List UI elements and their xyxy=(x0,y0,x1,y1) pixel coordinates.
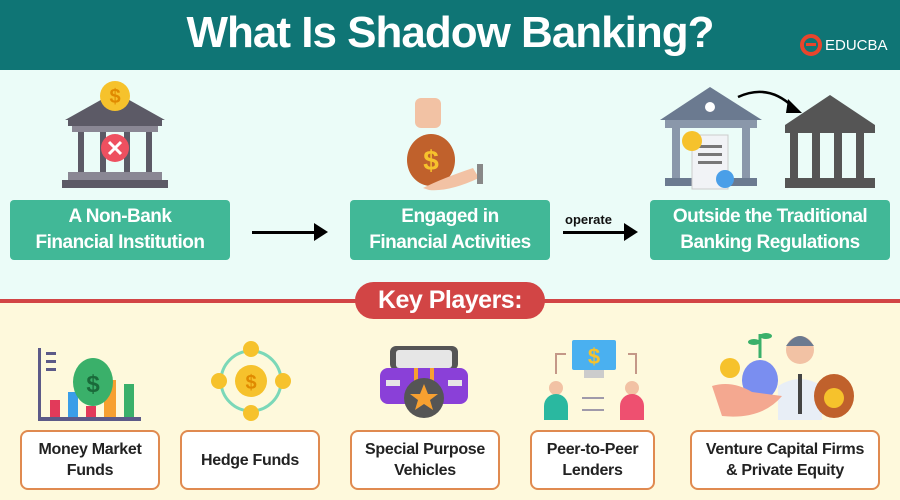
educba-logo: EDUCBA xyxy=(800,34,888,56)
car-icon xyxy=(380,346,468,418)
svg-text:$: $ xyxy=(245,372,256,394)
bank-blocked-icon: $ xyxy=(62,81,168,188)
bank-transfer-icon xyxy=(660,87,875,190)
p2p-icon: $ xyxy=(544,340,644,420)
player-card-hedge-funds: Hedge Funds xyxy=(180,430,320,490)
money-bag-hand-icon: $ xyxy=(407,98,483,191)
flow-arrow xyxy=(563,223,638,241)
flow-arrow xyxy=(252,223,328,241)
investor-icon xyxy=(712,333,854,420)
header xyxy=(0,0,900,70)
svg-text:$: $ xyxy=(86,371,100,398)
page-title: What Is Shadow Banking? xyxy=(186,8,714,57)
connector-label: operate xyxy=(565,212,612,227)
educba-logo-icon xyxy=(800,34,822,56)
key-players-heading: Key Players: xyxy=(355,282,545,319)
coins-circle-icon: $ xyxy=(211,341,291,421)
svg-text:$: $ xyxy=(423,145,439,176)
logo-text: EDUCBA xyxy=(825,36,888,54)
player-card-venture-capital: Venture Capital Firms& Private Equity xyxy=(690,430,880,490)
money-chart-icon: $ xyxy=(38,348,141,421)
svg-text:$: $ xyxy=(109,86,120,108)
svg-text:$: $ xyxy=(588,344,600,369)
